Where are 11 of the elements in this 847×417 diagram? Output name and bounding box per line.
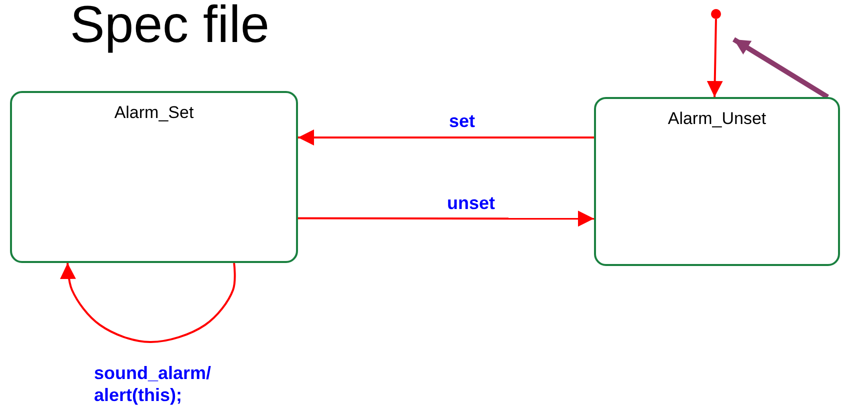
transition-arrow <box>298 129 594 146</box>
self-transition-arrow <box>60 262 236 343</box>
initial-state-dot <box>711 9 721 19</box>
transition-arrow <box>706 18 723 98</box>
state-box <box>10 91 298 263</box>
state-box <box>594 97 840 266</box>
transition-arrow <box>732 37 829 100</box>
transition-arrow <box>298 210 594 227</box>
title: Spec file <box>70 0 270 53</box>
state-name: Alarm_Set <box>113 103 195 123</box>
state-name: Alarm_Unset <box>666 109 768 129</box>
